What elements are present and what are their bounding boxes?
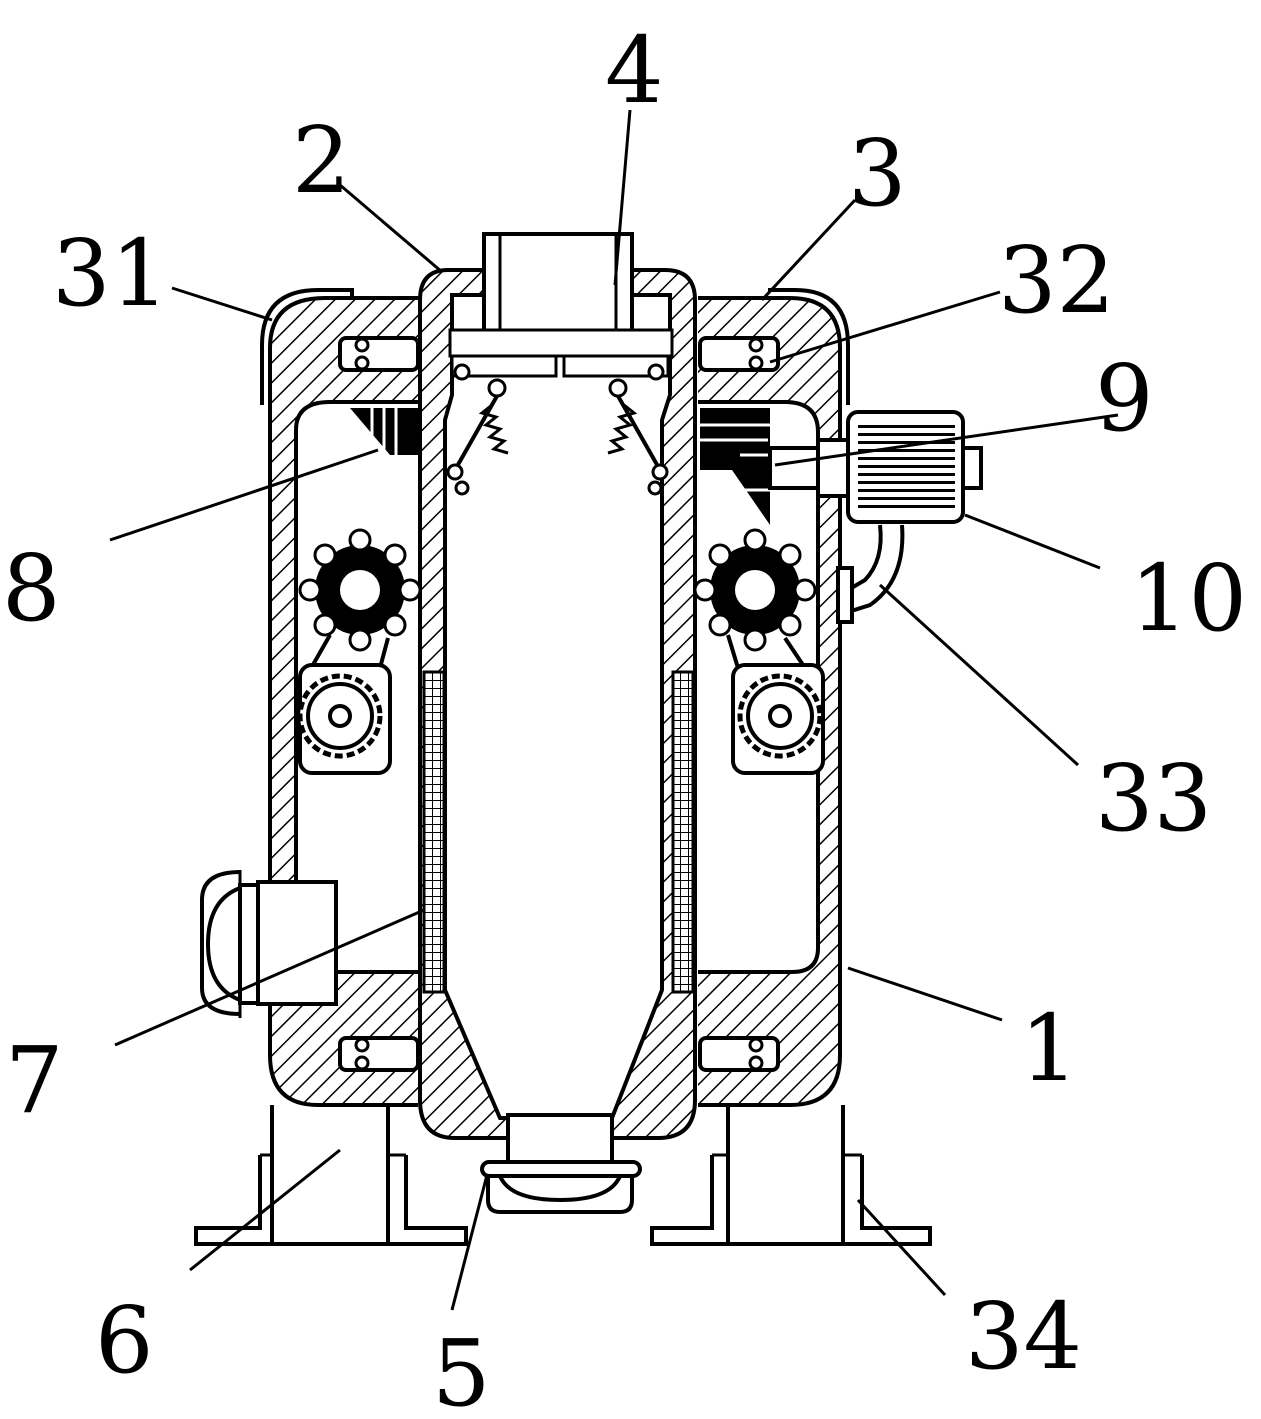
motor-10	[846, 410, 983, 524]
support-leg-left-6	[194, 1105, 468, 1246]
spring-arm-left	[446, 363, 509, 496]
outer-shell-right	[768, 288, 850, 405]
sprocket-lower-right	[731, 663, 825, 775]
label-10: 10	[1130, 545, 1247, 652]
top-seal-right	[698, 336, 780, 372]
label-2: 2	[292, 107, 351, 214]
drive-shaft-9	[768, 438, 850, 498]
leader-lines	[109, 109, 1119, 1311]
label-33: 33	[1095, 745, 1212, 852]
sprocket-lower-left	[297, 663, 392, 775]
support-leg-right-34	[650, 1105, 932, 1246]
sprocket-upper-left	[298, 528, 422, 652]
label-3: 3	[848, 120, 907, 227]
label-8: 8	[2, 535, 61, 642]
side-inlet-7	[200, 870, 338, 1018]
reference-labels: 4 2 3 31 32 9 8 10 33 1 7 6 5 34	[2, 17, 1247, 1419]
label-34: 34	[965, 1283, 1082, 1390]
spring-arm-right	[607, 363, 669, 496]
bottom-outlet-5	[480, 1113, 642, 1214]
sprocket-upper-right	[693, 528, 817, 652]
bottom-seal-left	[338, 1036, 420, 1072]
bevel-gear-right	[700, 408, 770, 525]
top-cap-4	[448, 232, 674, 378]
bottom-seal-right	[698, 1036, 780, 1072]
label-6: 6	[95, 1287, 154, 1394]
label-9: 9	[1095, 345, 1154, 452]
top-seal-left	[338, 336, 420, 372]
label-31: 31	[52, 220, 169, 327]
label-5: 5	[432, 1320, 491, 1419]
elbow-pipe-33	[836, 524, 905, 624]
outer-shell-31	[260, 288, 354, 405]
label-7: 7	[5, 1027, 64, 1134]
bevel-gear-left-8	[350, 408, 418, 455]
label-1: 1	[1020, 995, 1079, 1102]
label-4: 4	[605, 17, 664, 124]
label-32: 32	[998, 227, 1115, 334]
